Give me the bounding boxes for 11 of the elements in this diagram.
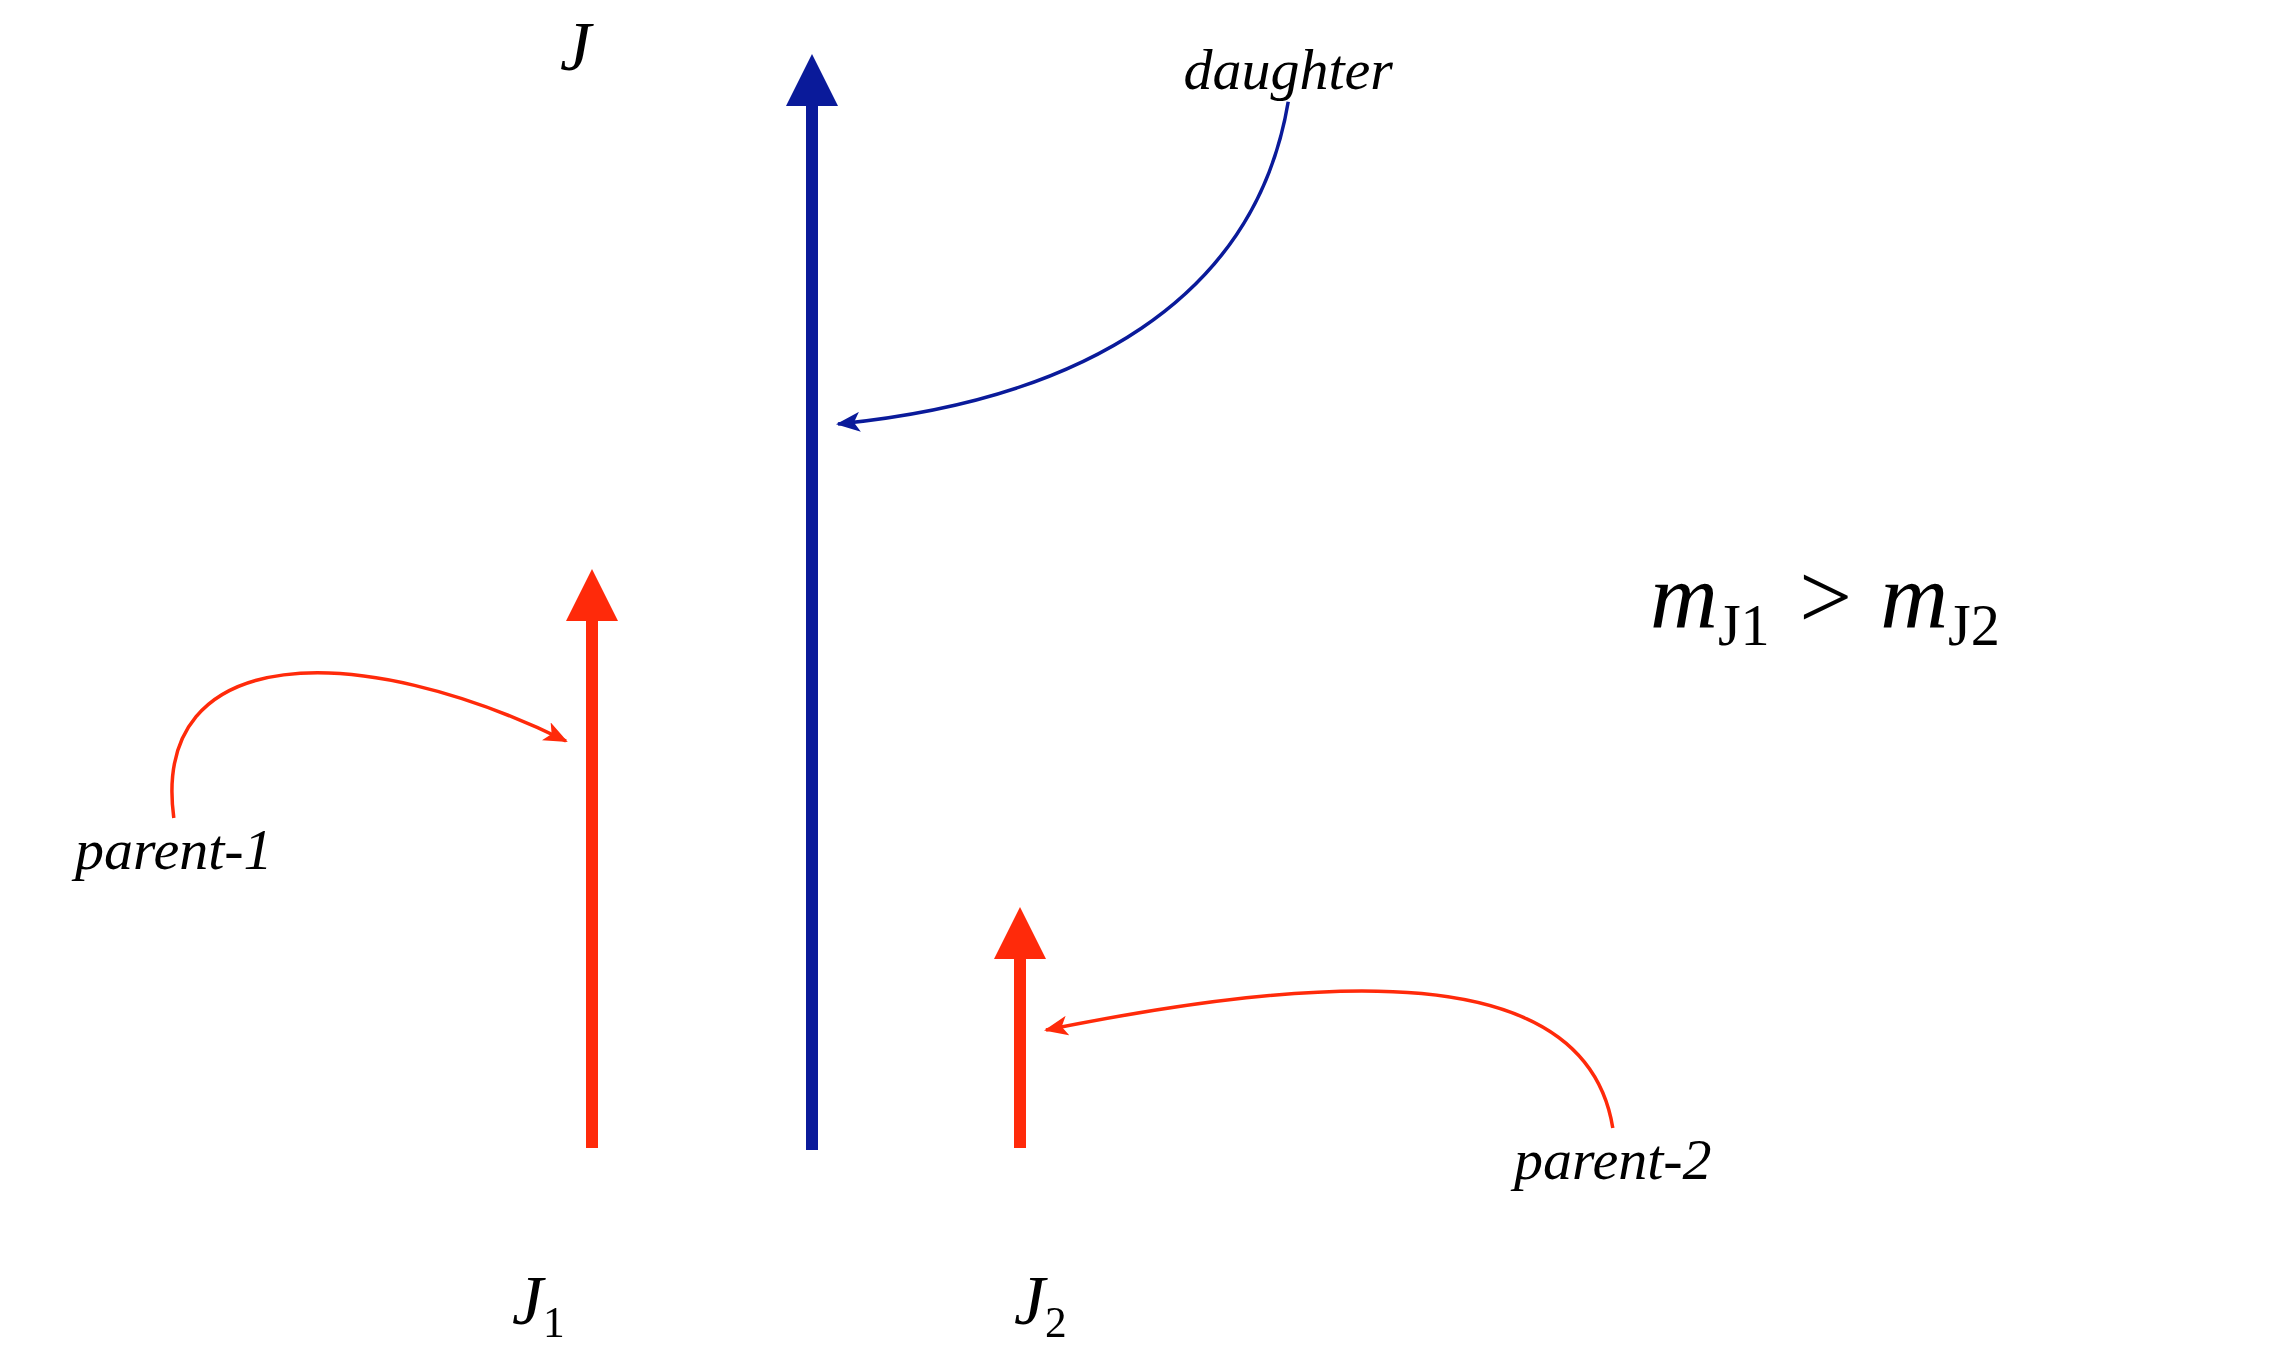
vector-arrow (994, 907, 1046, 1148)
vector-label: J$_{1}$ (512, 1262, 565, 1347)
vector-arrow (566, 569, 618, 1148)
vector-label: J (560, 8, 592, 85)
leader-line (170, 671, 568, 819)
leader-line (1044, 989, 1615, 1129)
leader-line (836, 101, 1290, 432)
annotation-label: daughter (1183, 38, 1393, 102)
vector-arrow (786, 54, 838, 1150)
vector-label: J$_{2}$ (1014, 1262, 1067, 1347)
math-inequality: m$_{J1}$ > m$_{J2}$ (1650, 545, 2000, 659)
